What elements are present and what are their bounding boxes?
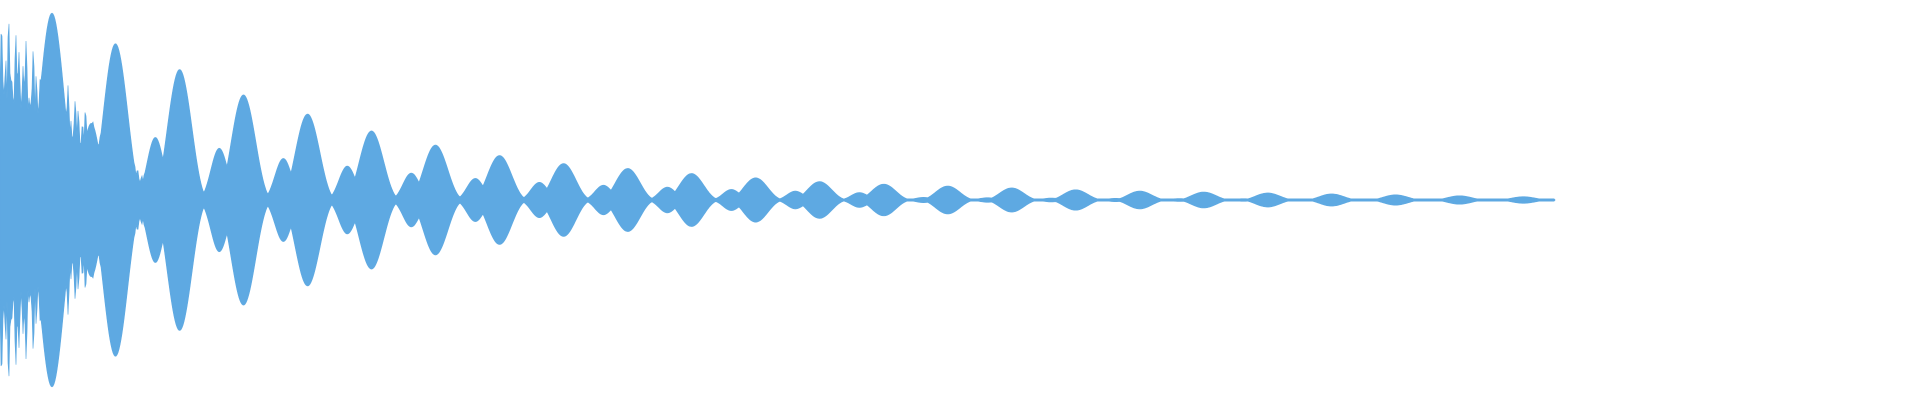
waveform-shape	[0, 12, 1556, 388]
